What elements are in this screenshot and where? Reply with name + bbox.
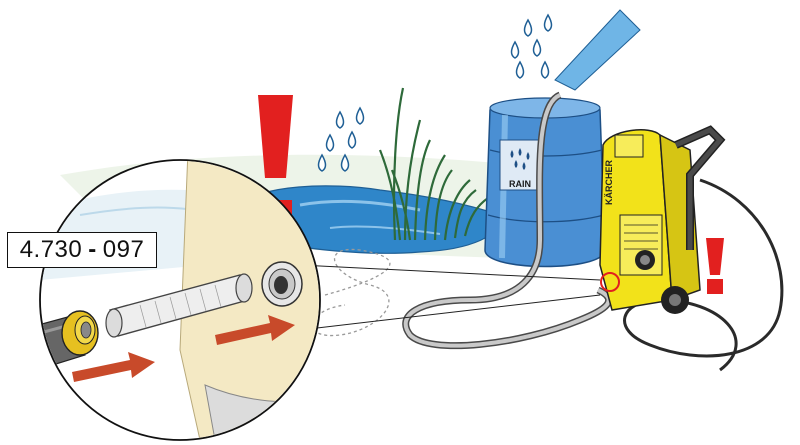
water-stream — [555, 10, 640, 90]
warning-exclamation-icon — [706, 238, 724, 294]
part-number-prefix: 4.730 — [20, 236, 83, 264]
water-inlet-port — [262, 262, 302, 306]
part-number-separator: - — [88, 236, 97, 264]
machine-brand: KÄRCHER — [604, 159, 614, 205]
barrel-label: RAIN — [509, 179, 531, 189]
part-number-suffix: 097 — [103, 236, 145, 264]
part-number-label: 4.730 - 097 — [7, 232, 157, 268]
callout-line — [300, 265, 600, 280]
rain-drops-icon — [512, 15, 552, 78]
dashed-hose — [312, 249, 390, 335]
pressure-washer: KÄRCHER — [600, 130, 720, 314]
